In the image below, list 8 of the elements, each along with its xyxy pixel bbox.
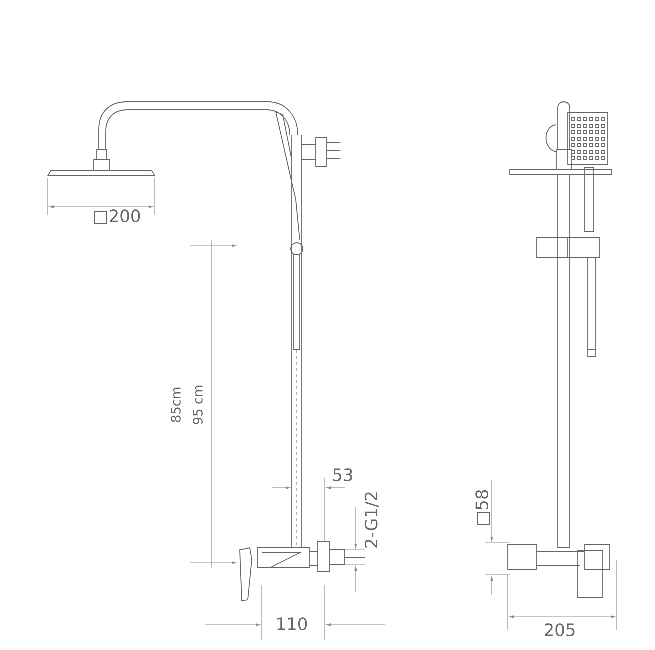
dimension-label: 205 (545, 624, 575, 636)
dimension-label: 110 (278, 618, 308, 630)
dimension-label: □200 (94, 210, 140, 224)
dimension-label: 53 (334, 468, 352, 482)
dimension-label: 85cm (171, 388, 181, 422)
dimension-label: 95 cm (193, 386, 203, 424)
dimension-label: 2-G1/2 (364, 492, 380, 548)
dimension-label: □58 (476, 490, 490, 526)
